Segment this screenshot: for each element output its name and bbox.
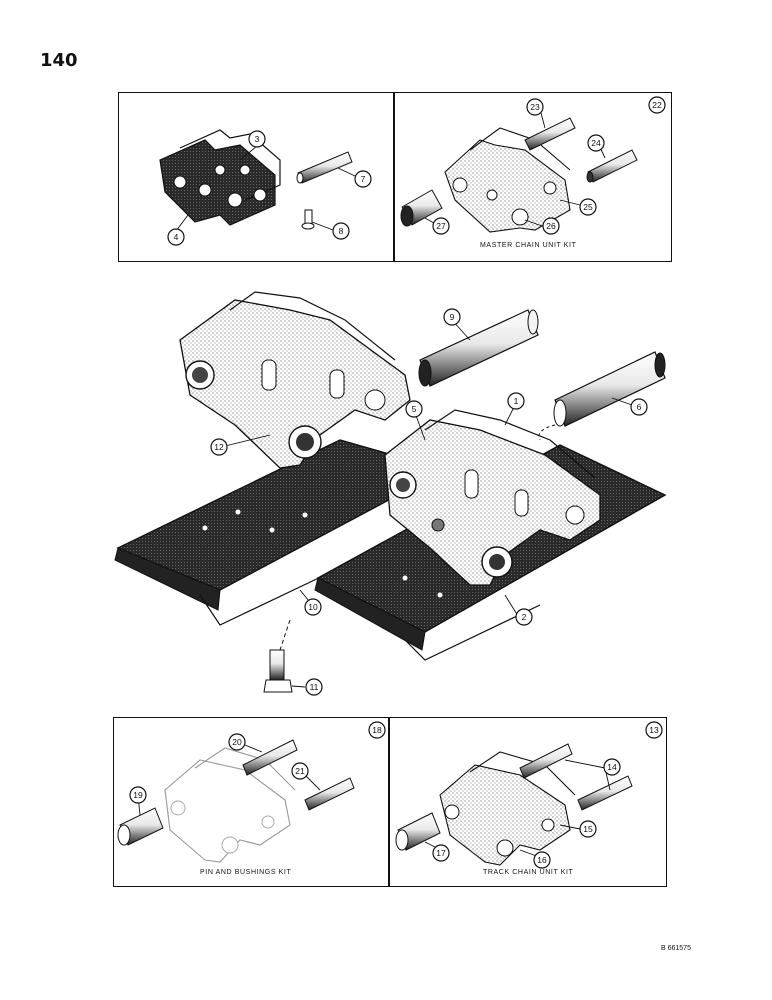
callout-15: 15 <box>579 820 597 838</box>
callout-17-label: 17 <box>436 848 446 858</box>
pin-bushings-kit-caption: PIN AND BUSHINGS KIT <box>200 869 292 876</box>
top-panel-frame <box>118 92 672 262</box>
callout-12: 12 <box>210 438 228 456</box>
callout-23-label: 23 <box>530 102 540 112</box>
callout-7: 7 <box>354 170 372 188</box>
callout-1-label: 1 <box>514 396 519 406</box>
callout-25: 25 <box>579 198 597 216</box>
callout-6-label: 6 <box>637 402 642 412</box>
callout-27: 27 <box>432 217 450 235</box>
callout-6: 6 <box>630 398 648 416</box>
bottom-panel-frame <box>113 717 667 887</box>
callout-2-label: 2 <box>522 612 527 622</box>
drawing-code: B 661575 <box>661 945 691 952</box>
callout-3: 3 <box>248 130 266 148</box>
callout-10: 10 <box>304 598 322 616</box>
bushing-19 <box>117 807 164 846</box>
callout-16-label: 16 <box>537 855 547 865</box>
page-number: 140 <box>40 50 78 71</box>
callout-19: 19 <box>129 786 147 804</box>
callout-20-label: 20 <box>232 737 242 747</box>
callout-5: 5 <box>405 400 423 418</box>
callout-1: 1 <box>507 392 525 410</box>
callout-26-label: 26 <box>546 221 556 231</box>
master-pin-24 <box>586 149 638 183</box>
callout-20: 20 <box>228 733 246 751</box>
callout-25-label: 25 <box>583 202 593 212</box>
callout-9-label: 9 <box>450 312 455 322</box>
bottom-panel-divider <box>388 717 390 887</box>
callout-16: 16 <box>533 851 551 869</box>
callout-3-label: 3 <box>255 134 260 144</box>
callout-26: 26 <box>542 217 560 235</box>
track-shoe-left <box>114 439 447 626</box>
track-link-upper-left <box>179 291 411 469</box>
master-bushing-27 <box>400 189 443 227</box>
callout-18: 18 <box>368 721 386 739</box>
callout-22-label: 22 <box>652 100 662 110</box>
callout-15-label: 15 <box>583 824 593 834</box>
callout-14: 14 <box>603 758 621 776</box>
track-chain-kit-caption: TRACK CHAIN UNIT KIT <box>483 869 574 876</box>
callout-27-label: 27 <box>436 221 446 231</box>
callout-11: 11 <box>305 678 323 696</box>
callout-19-label: 19 <box>133 790 143 800</box>
master-link-assembly <box>444 127 571 233</box>
callout-5-label: 5 <box>412 404 417 414</box>
callout-4: 4 <box>167 228 185 246</box>
shoe-bolt <box>263 649 293 693</box>
callout-2: 2 <box>515 608 533 626</box>
master-chain-kit-caption: MASTER CHAIN UNIT KIT <box>480 242 577 249</box>
callout-9: 9 <box>443 308 461 326</box>
callout-17: 17 <box>432 844 450 862</box>
track-chain-link <box>439 751 576 866</box>
callout-14-label: 14 <box>607 762 617 772</box>
callout-22: 22 <box>648 96 666 114</box>
callout-4-label: 4 <box>174 232 179 242</box>
master-pin-23 <box>524 117 576 151</box>
callout-24-label: 24 <box>591 138 601 148</box>
callout-7-label: 7 <box>361 174 366 184</box>
pin-21 <box>304 777 355 811</box>
track-pin <box>418 309 539 387</box>
pin-14a <box>519 743 573 779</box>
callout-13-label: 13 <box>649 725 659 735</box>
track-bushing <box>553 351 666 427</box>
callout-8: 8 <box>332 222 350 240</box>
pin-14b <box>577 775 633 811</box>
pin-small <box>296 151 353 184</box>
pin-bushings-link-outline <box>164 747 296 863</box>
callout-23: 23 <box>526 98 544 116</box>
bushing-17 <box>395 812 441 851</box>
callout-18-label: 18 <box>372 725 382 735</box>
callout-21-label: 21 <box>295 766 305 776</box>
pin-20 <box>242 739 298 776</box>
callout-21: 21 <box>291 762 309 780</box>
callout-24: 24 <box>587 134 605 152</box>
callout-11-label: 11 <box>310 682 319 692</box>
callout-12-label: 12 <box>214 442 224 452</box>
callout-8-label: 8 <box>339 226 344 236</box>
callout-10-label: 10 <box>308 602 318 612</box>
bolt-small <box>301 209 315 230</box>
callout-13: 13 <box>645 721 663 739</box>
link-assembly-small <box>159 129 281 226</box>
track-link-lower-right <box>384 409 601 586</box>
top-panel-divider <box>393 92 395 262</box>
